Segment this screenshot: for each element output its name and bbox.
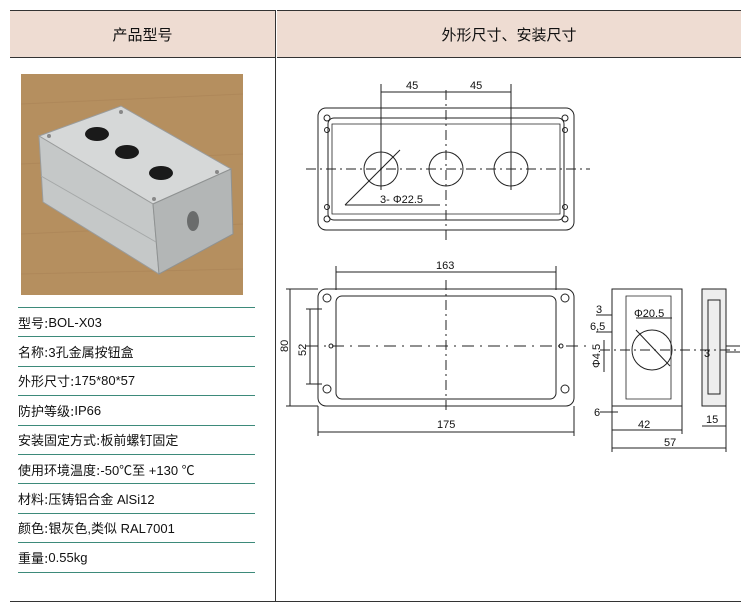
dim-side-6: 6 — [594, 407, 600, 419]
dimension-drawings-svg: 45 45 3- Φ22.5 163 175 80 52 3 6,5 Φ20.5… — [279, 80, 740, 452]
spec-key: 安装固定方式: — [18, 434, 101, 450]
spec-key: 使用环境温度: — [18, 463, 101, 479]
header-product-model: 产品型号 — [10, 10, 275, 58]
column-divider — [275, 10, 276, 602]
spec-value: 3孔金属按钮盒 — [48, 345, 134, 361]
spec-row-size: 外形尺寸:175*80*57 — [18, 365, 255, 395]
dim-side-4-5: Φ4.5 — [591, 344, 603, 368]
dim-width-outer: 163 — [436, 260, 454, 272]
spec-value: -50℃至 +130 ℃ — [100, 462, 195, 478]
spec-value: IP66 — [74, 402, 102, 418]
header-dimensions-label: 外形尺寸、安装尺寸 — [441, 25, 577, 44]
dim-spacing-right: 45 — [470, 80, 482, 92]
spec-key: 重量: — [18, 551, 49, 567]
dim-side-3-top: 3 — [596, 304, 602, 316]
dim-side-hole: Φ20.5 — [634, 308, 664, 320]
spec-row-temperature: 使用环境温度:-50℃至 +130 ℃ — [18, 453, 255, 483]
spec-row-name: 名称:3孔金属按钮盒 — [18, 336, 255, 365]
spec-row-weight: 重量:0.55kg — [18, 542, 255, 573]
spec-key: 防护等级: — [18, 404, 75, 420]
spec-key: 型号: — [18, 316, 49, 332]
spec-row-model: 型号:BOL-X03 — [18, 307, 255, 336]
dim-width-inner: 175 — [437, 419, 455, 431]
table-bottom-border — [10, 601, 741, 602]
product-photo — [21, 74, 243, 295]
dim-side-6-5: 6,5 — [590, 321, 605, 333]
spec-key: 名称: — [18, 346, 49, 362]
dim-hole-label: 3- Φ22.5 — [380, 194, 423, 206]
spec-row-color: 颜色:银灰色,类似 RAL7001 — [18, 512, 255, 542]
spec-row-material: 材料:压铸铝合金 AlSi12 — [18, 483, 255, 512]
header-dimensions: 外形尺寸、安装尺寸 — [277, 10, 741, 58]
spec-row-mounting: 安装固定方式:板前螺钉固定 — [18, 424, 255, 454]
dim-side-3-right: 3 — [704, 348, 710, 360]
spec-key: 颜色: — [18, 522, 49, 538]
dim-side-57: 57 — [664, 437, 676, 449]
spec-value: 175*80*57 — [74, 373, 136, 389]
spec-key: 外形尺寸: — [18, 375, 75, 391]
dim-spacing-left: 45 — [406, 80, 418, 92]
spec-list: 型号:BOL-X03 名称:3孔金属按钮盒 外形尺寸:175*80*57 防护等… — [18, 307, 255, 573]
dimension-drawings: 45 45 3- Φ22.5 163 175 80 52 3 6,5 Φ20.5… — [277, 58, 741, 598]
spec-row-protection: 防护等级:IP66 — [18, 395, 255, 424]
spec-value: 压铸铝合金 AlSi12 — [48, 492, 155, 508]
spec-key: 材料: — [18, 493, 49, 509]
dim-side-15: 15 — [706, 414, 718, 426]
spec-value: 板前螺钉固定 — [100, 433, 179, 449]
product-photo-drawing — [21, 74, 243, 295]
spec-value: BOL-X03 — [48, 314, 102, 330]
spec-value: 0.55kg — [48, 549, 88, 565]
header-product-model-label: 产品型号 — [112, 25, 173, 44]
front-view — [286, 266, 590, 436]
spec-value: 银灰色,类似 RAL7001 — [48, 521, 175, 537]
dim-side-42: 42 — [638, 419, 650, 431]
top-view — [306, 84, 590, 242]
dim-height-outer: 80 — [279, 340, 291, 352]
side-view — [596, 288, 740, 452]
dim-height-inner: 52 — [297, 344, 309, 356]
